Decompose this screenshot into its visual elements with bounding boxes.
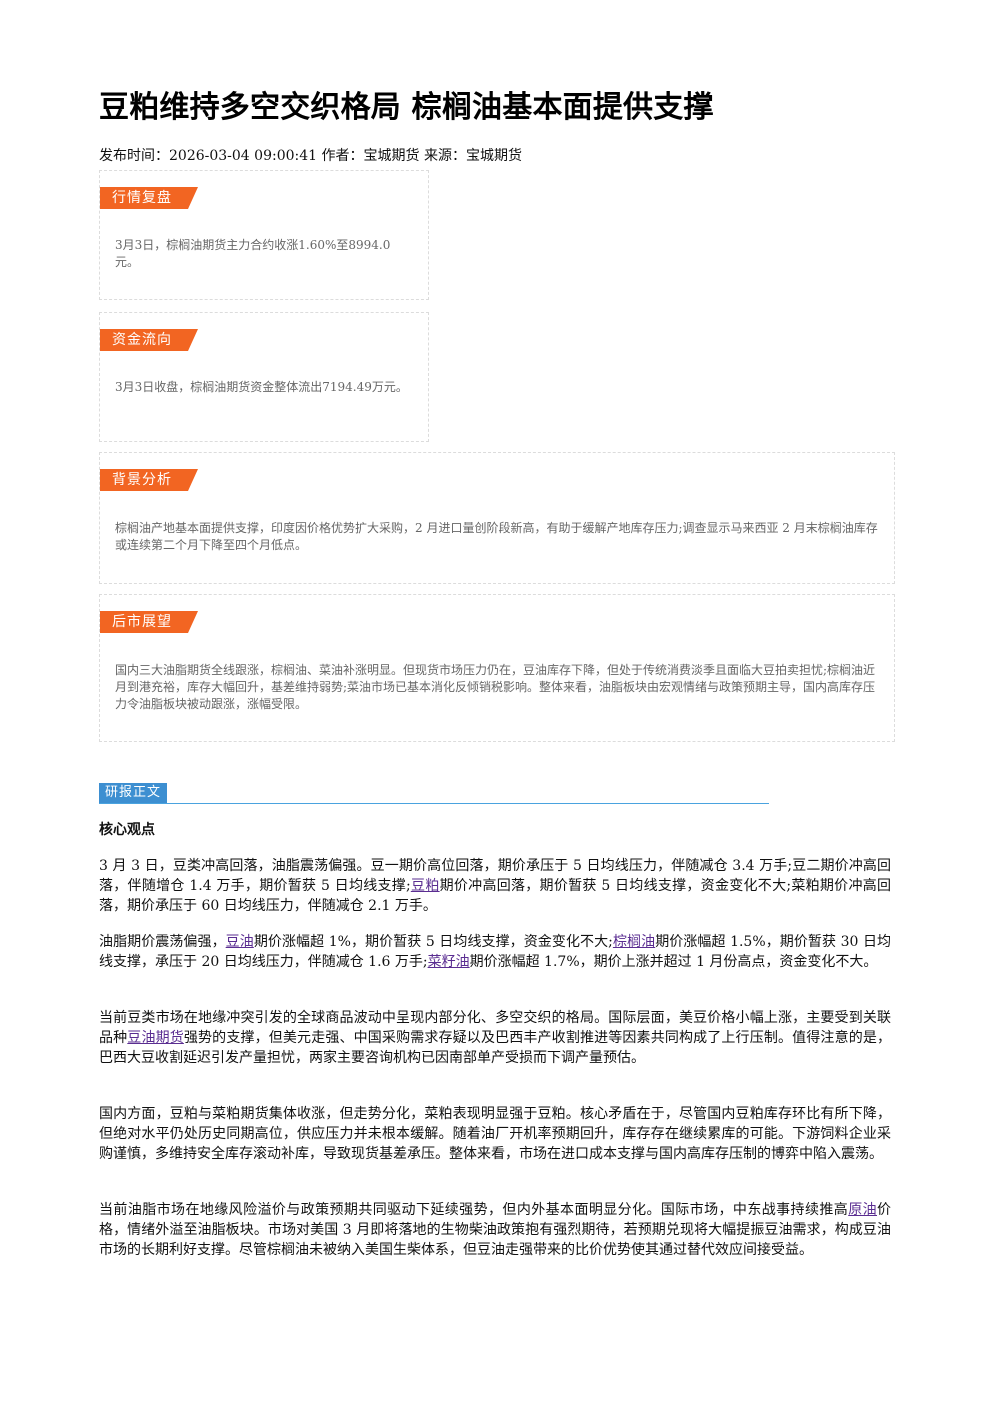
paragraph-text: 油脂期价震荡偏强， xyxy=(99,934,226,950)
report-paragraph-4: 国内方面，豆粕与菜粕期货集体收涨，但走势分化，菜粕表现明显强于豆粕。核心矛盾在于… xyxy=(99,1106,891,1162)
paragraph-text: 3 月 3 日，豆类冲高回落，油脂震荡偏强。豆一期价高位回落，期价承压于 5 日… xyxy=(99,858,891,894)
paragraph-text: 强势的支撑，但美元走强、中国采购需求存疑以及巴西丰产收割推进等因素共同构成了上行… xyxy=(99,1030,892,1066)
article-title: 豆粕维持多空交织格局 棕榈油基本面提供支撑 xyxy=(99,90,714,125)
report-section-tag: 研报正文 xyxy=(99,783,168,803)
soymeal-link[interactable]: 豆粕 xyxy=(410,878,440,894)
outlook-box: 后市展望 国内三大油脂期货全线跟涨，棕榈油、菜油补涨明显。但现货市场压力仍在，豆… xyxy=(99,594,895,742)
background-tag: 背景分析 xyxy=(100,469,198,491)
paragraph-text: 当前豆类市场在地缘冲突引发的全球商品波动中呈现内部分化、多空交织的格局。国际层面… xyxy=(99,1010,891,1046)
soybean-oil-link[interactable]: 豆油 xyxy=(225,934,254,950)
fund-flow-tag: 资金流向 xyxy=(100,329,198,351)
paragraph-text: 价格，情绪外溢至油脂板块。市场对美国 3 月即将落地的生物柴油政策抱有强烈期待，… xyxy=(99,1202,892,1258)
market-review-box: 行情复盘 3月3日，棕榈油期货主力合约收涨1.60%至8994.0元。 xyxy=(99,170,429,300)
fund-flow-text: 3月3日收盘，棕榈油期货资金整体流出7194.49万元。 xyxy=(115,380,408,394)
palm-oil-link[interactable]: 棕榈油 xyxy=(612,934,656,950)
background-box: 背景分析 棕榈油产地基本面提供支撑，印度因价格优势扩大采购，2 月进口量创阶段新… xyxy=(99,452,895,584)
report-paragraph-5: 当前油脂市场在地缘风险溢价与政策预期共同驱动下延续强势，但内外基本面明显分化。国… xyxy=(99,1200,891,1260)
fund-flow-box: 资金流向 3月3日收盘，棕榈油期货资金整体流出7194.49万元。 xyxy=(99,312,429,442)
background-text: 棕榈油产地基本面提供支撑，印度因价格优势扩大采购，2 月进口量创阶段新高，有助于… xyxy=(115,521,878,552)
market-review-tag: 行情复盘 xyxy=(100,187,198,209)
paragraph-text: 期价涨幅超 1.7%，期价上涨并超过 1 月份高点，资金变化不大。 xyxy=(469,954,878,970)
paragraph-text: 期价冲高回落，期价暂获 5 日均线支撑，资金变化不大;菜粕期价冲高回落，期价承压… xyxy=(99,878,891,914)
market-review-text: 3月3日，棕榈油期货主力合约收涨1.60%至8994.0元。 xyxy=(115,238,391,269)
paragraph-text: 期价涨幅超 1%，期价暂获 5 日均线支撑，资金变化不大; xyxy=(253,934,613,950)
report-paragraph-2: 油脂期价震荡偏强，豆油期价涨幅超 1%，期价暂获 5 日均线支撑，资金变化不大;… xyxy=(99,932,891,972)
crude-oil-link[interactable]: 原油 xyxy=(848,1202,878,1218)
rapeseed-oil-link[interactable]: 菜籽油 xyxy=(427,954,470,970)
report-section-bar: 研报正文 xyxy=(99,783,769,804)
report-paragraph-3: 当前豆类市场在地缘冲突引发的全球商品波动中呈现内部分化、多空交织的格局。国际层面… xyxy=(99,1008,891,1068)
outlook-text: 国内三大油脂期货全线跟涨，棕榈油、菜油补涨明显。但现货市场压力仍在，豆油库存下降… xyxy=(115,663,876,711)
report-paragraph-1: 3 月 3 日，豆类冲高回落，油脂震荡偏强。豆一期价高位回落，期价承压于 5 日… xyxy=(99,856,891,916)
core-view-heading: 核心观点 xyxy=(99,822,155,838)
article-meta: 发布时间：2026-03-04 09:00:41 作者：宝城期货 来源：宝城期货 xyxy=(99,148,522,164)
paragraph-text: 期价涨幅超 1.5%，期价暂获 30 日均线支撑，承压于 20 日均线压力，伴随… xyxy=(99,934,892,970)
paragraph-text: 当前油脂市场在地缘风险溢价与政策预期共同驱动下延续强势，但内外基本面明显分化。国… xyxy=(99,1202,849,1218)
outlook-tag: 后市展望 xyxy=(100,611,198,633)
soybean-oil-futures-link[interactable]: 豆油期货 xyxy=(127,1030,184,1046)
